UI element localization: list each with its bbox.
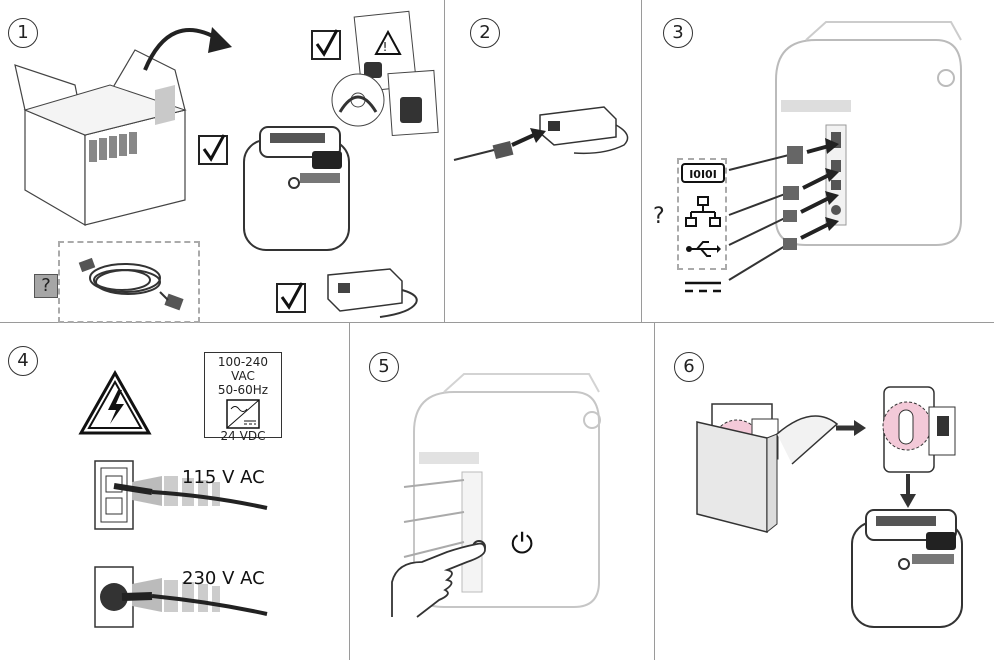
rating-frequency: 50-60Hz (217, 383, 269, 397)
svg-text:I0I0I: I0I0I (689, 168, 717, 181)
power-button-icon: ⏻ (511, 527, 534, 560)
step-number: 4 (8, 346, 38, 376)
step-number: 6 (674, 352, 704, 382)
us-voltage-label: 115 V AC (182, 467, 265, 488)
divider-bottom-1 (349, 322, 350, 660)
serial-port-icon: I0I0I (681, 163, 725, 183)
power-supply-illustration (327, 268, 418, 318)
panel-step-3: 3 ? I0I0I (641, 0, 994, 322)
panel-step-4: 4 100-240 VAC 50-60Hz 24 VDC (0, 322, 349, 660)
documentation-pack-illustration: ! (331, 10, 439, 137)
power-supply-connect-illustration (453, 106, 629, 161)
checkbox-checked-icon (311, 29, 341, 60)
step-number: 1 (8, 18, 38, 48)
curved-arrow-icon (143, 27, 232, 71)
power-cord-illustration (78, 257, 184, 311)
divider-top-1 (444, 0, 445, 322)
electrical-hazard-warning-icon (78, 369, 152, 435)
checkbox-checked-icon (276, 282, 306, 313)
shipping-box-illustration (14, 49, 187, 227)
interface-options-box (677, 158, 727, 270)
optional-item-badge: ? (34, 274, 58, 298)
panel-step-1: 1 ! (0, 0, 444, 323)
ethernet-network-icon (685, 196, 721, 227)
wristband-printer-illustration (243, 126, 350, 251)
rating-output-voltage: 24 VDC (220, 429, 266, 443)
eu-outlet-plug-illustration (94, 566, 268, 628)
wristband-printer-illustration (851, 509, 963, 628)
optional-cord-box (58, 241, 200, 323)
down-arrow-icon (900, 474, 916, 508)
step-number: 3 (663, 18, 693, 48)
checkbox-checked-icon (198, 134, 228, 165)
svg-text:!: ! (383, 40, 388, 54)
divider-bottom-2 (654, 322, 655, 660)
hand-pressing-button-illustration (391, 542, 486, 618)
panel-step-6: 6 (654, 322, 994, 660)
power-rating-label: 100-240 VAC 50-60Hz 24 VDC (204, 352, 282, 443)
divider-horizontal (0, 322, 994, 323)
step-number: 2 (470, 18, 500, 48)
cartridge-in-bag-illustration (696, 403, 839, 534)
ribbon-cartridge-illustration (882, 386, 956, 473)
right-arrow-icon (836, 420, 866, 436)
optional-interfaces-question: ? (653, 204, 665, 229)
usb-icon (686, 241, 721, 257)
converter-symbol-icon (226, 399, 260, 429)
divider-top-2 (641, 0, 642, 322)
eu-voltage-label: 230 V AC (182, 568, 265, 589)
us-outlet-plug-illustration (94, 460, 268, 530)
panel-step-2: 2 (444, 0, 641, 322)
dc-power-icon (685, 281, 721, 293)
step-number: 5 (369, 352, 399, 382)
rating-input-voltage: 100-240 VAC (217, 355, 269, 383)
cables-to-ports-illustration (728, 138, 839, 281)
panel-step-5: 5 ⏻ (349, 322, 654, 660)
